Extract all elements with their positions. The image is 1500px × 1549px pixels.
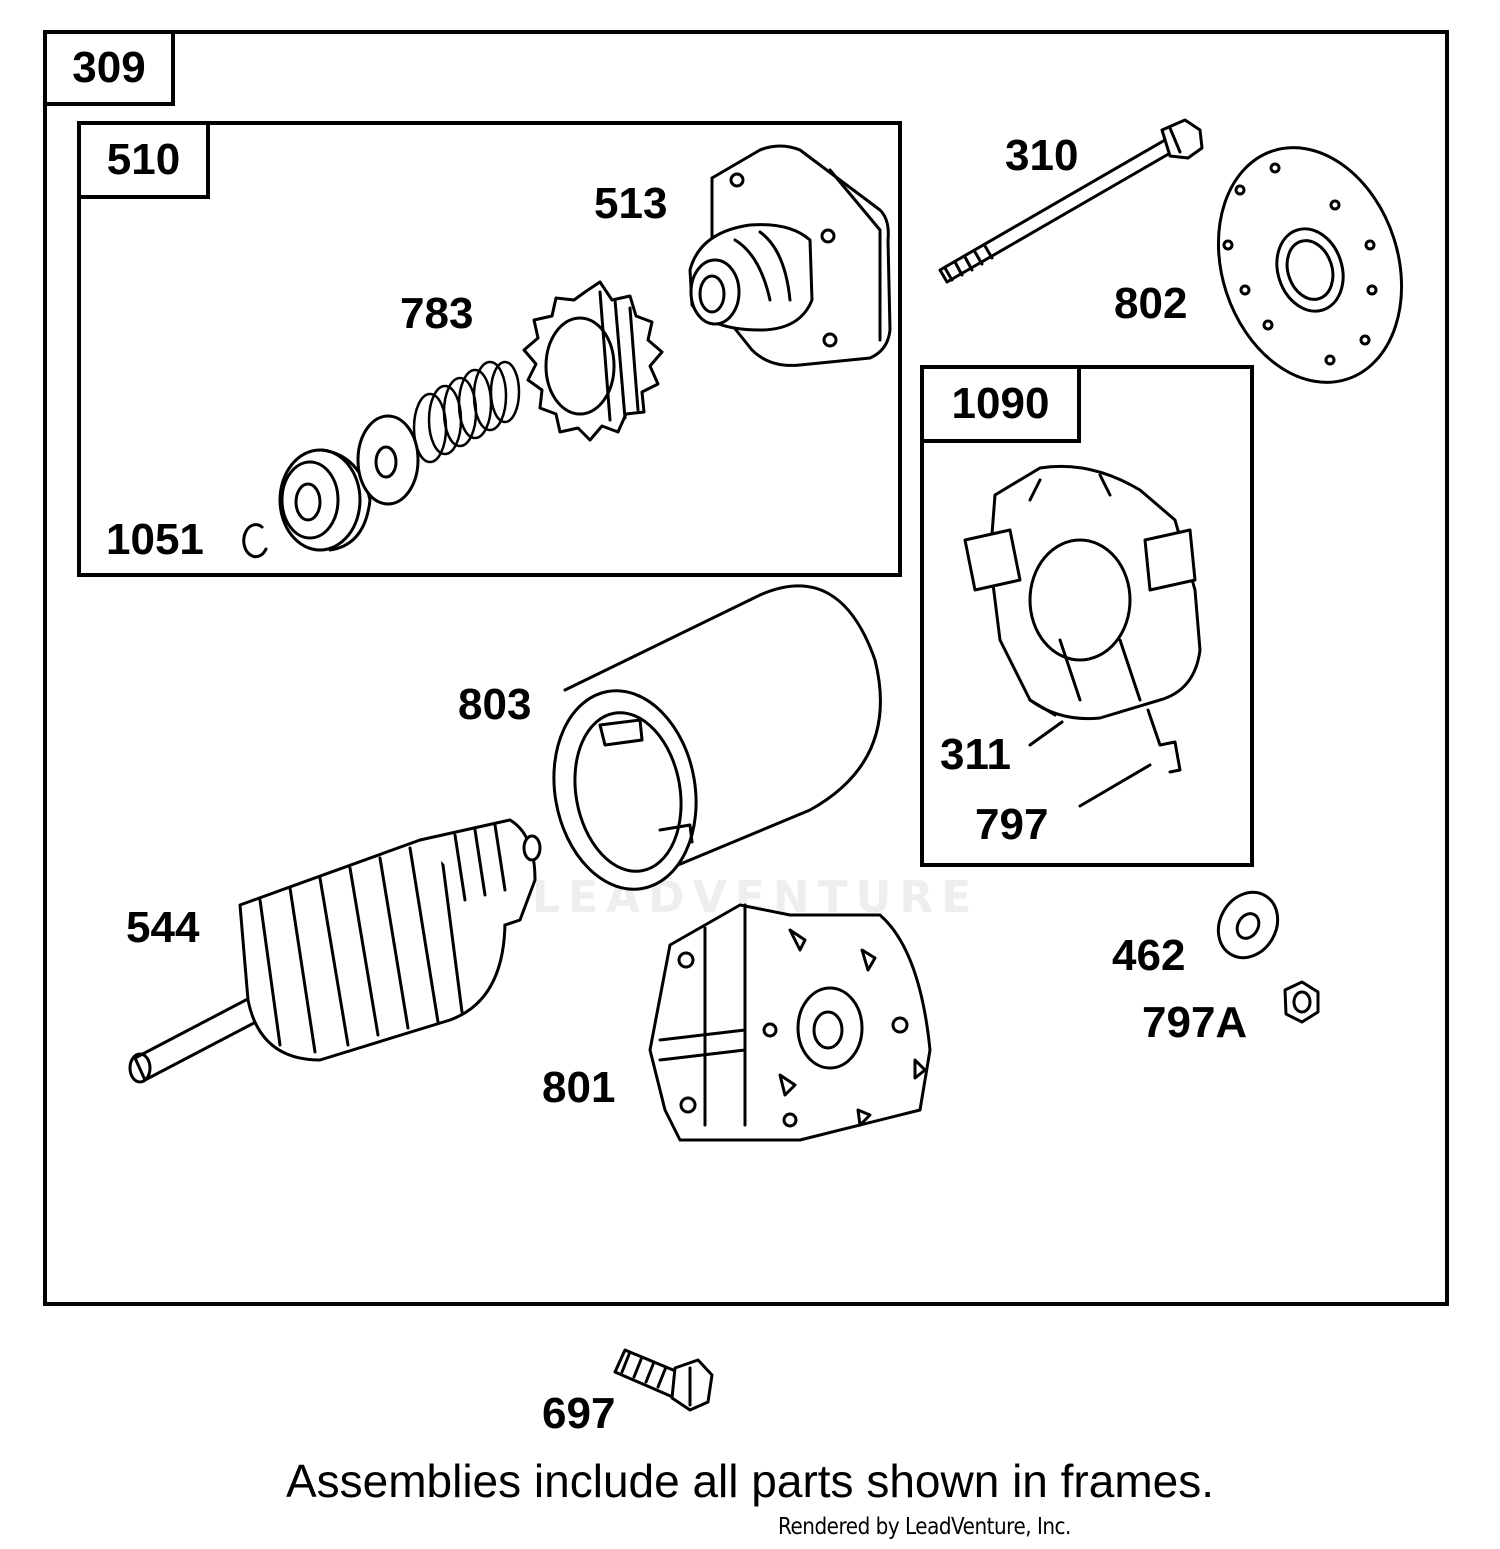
- part-label-310: 310: [1005, 131, 1079, 180]
- part-label-803: 803: [458, 680, 532, 729]
- pinion-gear: [522, 280, 664, 442]
- assembly-frame-1090: [920, 365, 1254, 867]
- armature: [128, 818, 542, 1084]
- part-label-783: 783: [400, 289, 474, 338]
- motor-housing: [552, 584, 882, 891]
- clip-ring-1051: [242, 523, 268, 559]
- stop-collar: [278, 448, 372, 552]
- part-label-797: 797: [975, 800, 1049, 849]
- assembly-tag-510: 510: [77, 121, 210, 199]
- part-label-802: 802: [1114, 279, 1188, 328]
- assembly-frame-510: [77, 121, 902, 577]
- part-label-801: 801: [542, 1063, 616, 1112]
- part-label-544: 544: [126, 903, 200, 952]
- assembly-tag-1090: 1090: [920, 365, 1081, 443]
- part-label-697: 697: [542, 1389, 616, 1438]
- washer-462: [1216, 890, 1280, 960]
- leader-line-311: [1028, 720, 1064, 747]
- hex-nut: [1283, 980, 1320, 1024]
- brush-holder: [963, 464, 1202, 774]
- mounting-screw: [613, 1348, 714, 1412]
- spring: [412, 360, 521, 464]
- drive-housing: [688, 144, 892, 367]
- part-label-797a: 797A: [1142, 998, 1248, 1047]
- through-bolt: [938, 118, 1204, 284]
- assembly-note: Assemblies include all parts shown in fr…: [285, 1455, 1215, 1507]
- part-label-462: 462: [1112, 931, 1186, 980]
- mounting-bracket: [648, 903, 932, 1142]
- leader-line-797: [1078, 763, 1152, 808]
- part-label-311: 311: [940, 730, 1011, 779]
- washer: [356, 414, 420, 506]
- assembly-frame-309: [43, 30, 1449, 1306]
- end-plate: [1216, 146, 1404, 384]
- part-label-1051: 1051: [106, 515, 204, 564]
- assembly-tag-309: 309: [43, 30, 175, 106]
- render-credit: Rendered by LeadVenture, Inc.: [778, 1512, 1071, 1540]
- part-label-513: 513: [594, 179, 668, 228]
